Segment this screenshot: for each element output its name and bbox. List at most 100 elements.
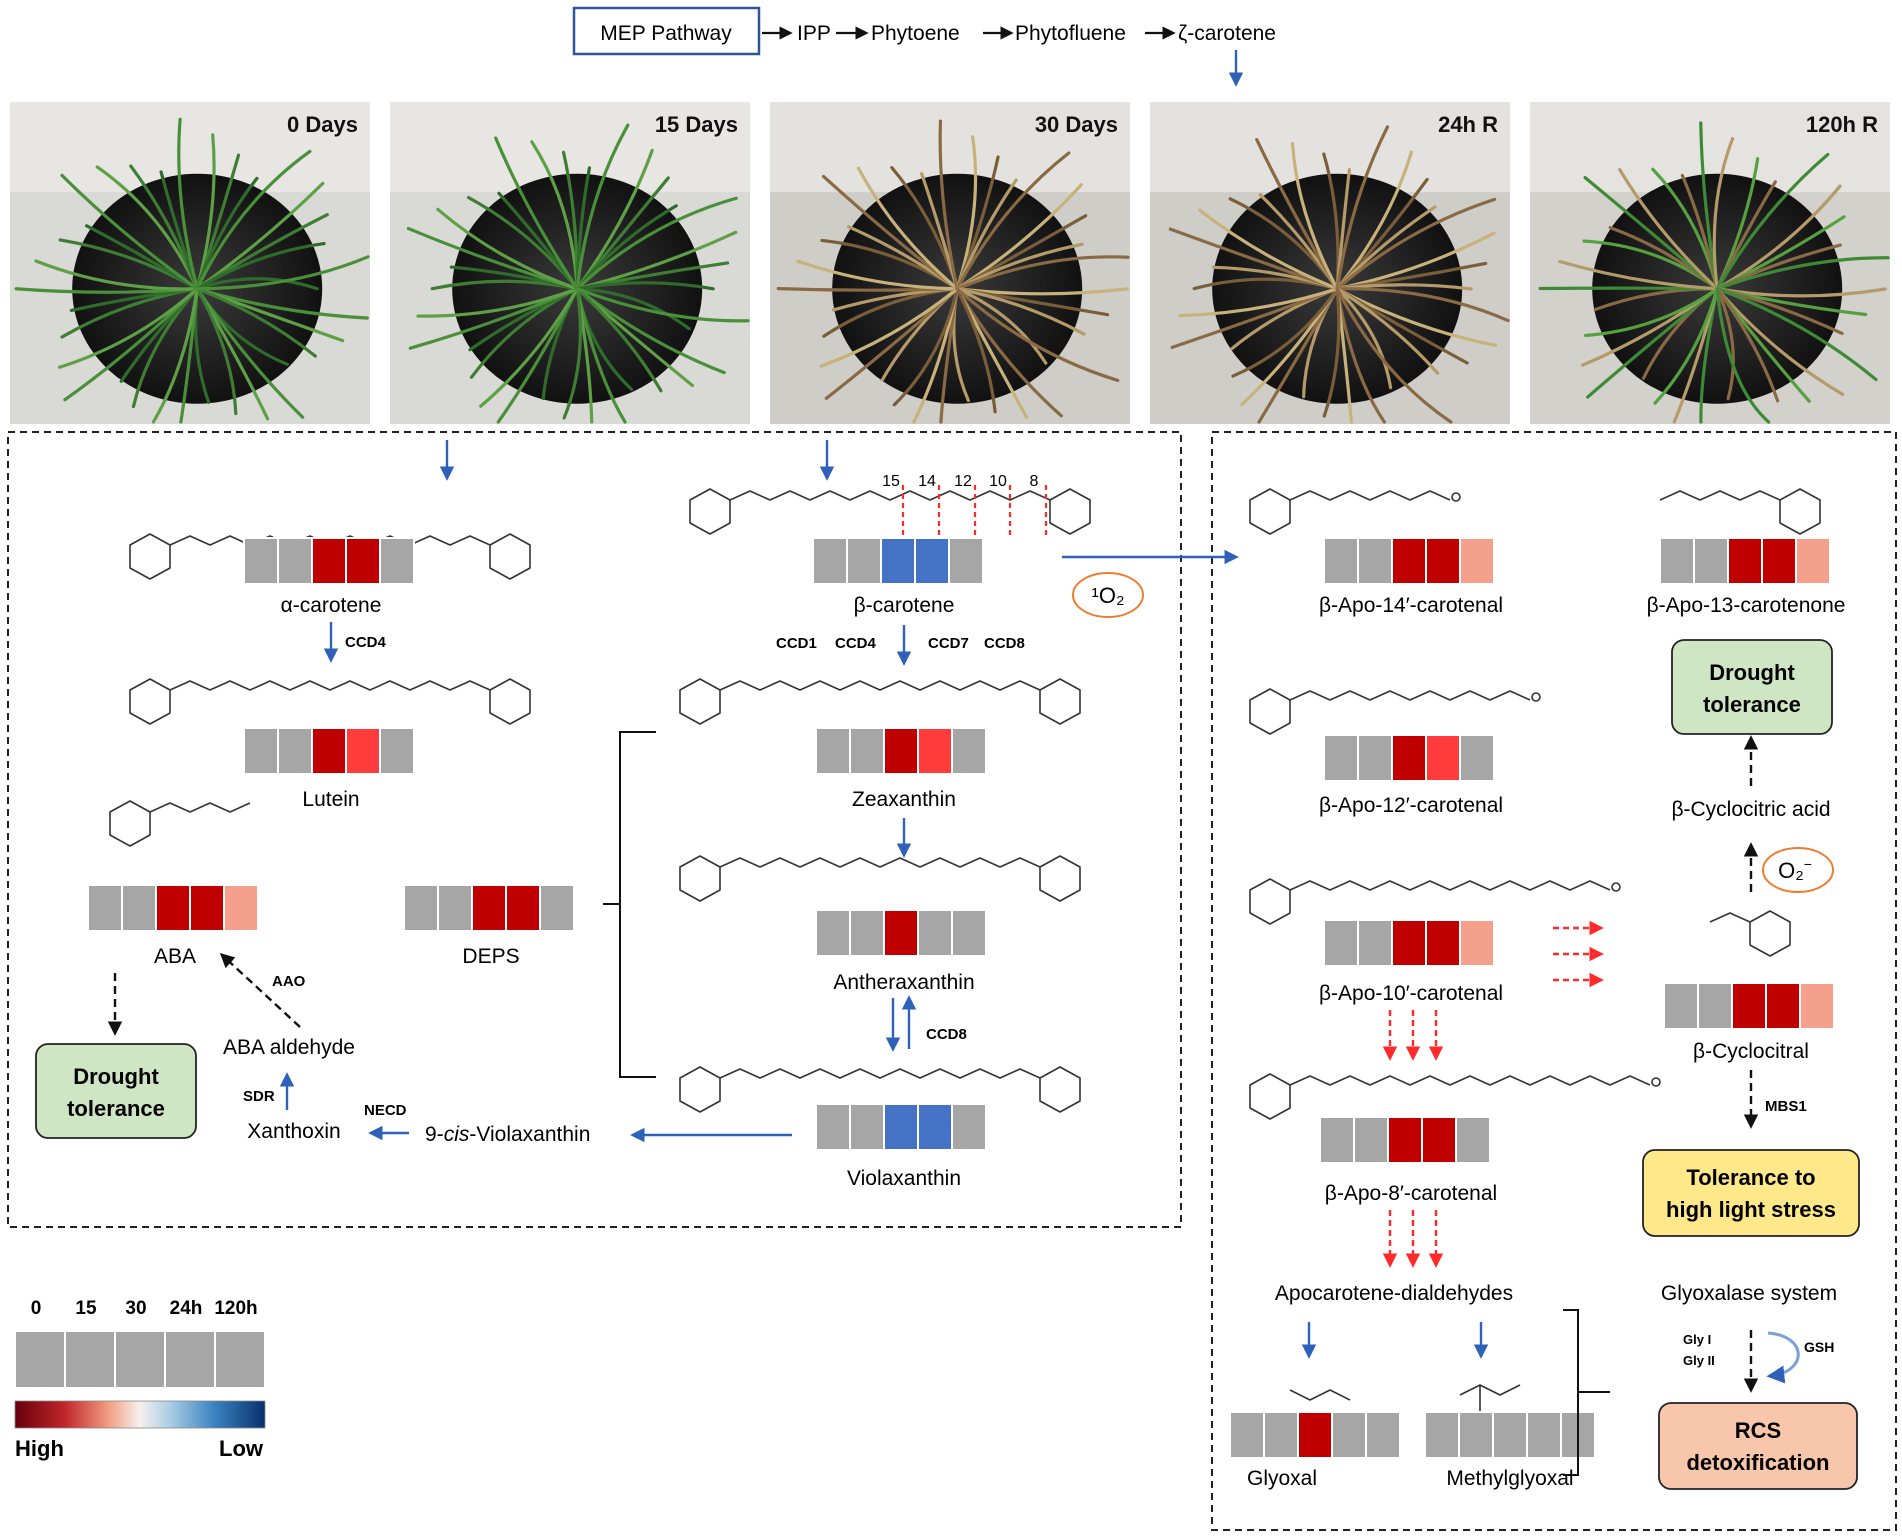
heat-cell bbox=[951, 1103, 987, 1151]
heat-bar-apo12 bbox=[1323, 734, 1495, 782]
heatmap-bars bbox=[87, 537, 1835, 1459]
heat-cell bbox=[1263, 1411, 1299, 1459]
heat-cell bbox=[1357, 919, 1393, 967]
glyoxal-structure bbox=[1289, 1389, 1351, 1401]
zeaxanthin-structure bbox=[679, 678, 1081, 725]
heat-cell bbox=[1459, 734, 1495, 782]
cleavage-site-label: 10 bbox=[989, 473, 1007, 490]
heat-cell bbox=[87, 884, 123, 932]
heat-cell bbox=[883, 727, 919, 775]
enzyme-gly1: Gly I bbox=[1683, 1332, 1711, 1347]
heat-bar-apo14 bbox=[1323, 537, 1495, 585]
apo14-structure bbox=[1249, 488, 1461, 535]
heat-cell bbox=[223, 884, 259, 932]
heat-bar-apo10 bbox=[1323, 919, 1495, 967]
arrow-gsh-cycle bbox=[1766, 1331, 1800, 1384]
enzyme-aao: AAO bbox=[272, 973, 306, 990]
mep-pathway-box bbox=[572, 6, 761, 56]
superoxide-badge: O₂− bbox=[1762, 847, 1834, 893]
heat-cell bbox=[951, 727, 987, 775]
rcs-line1: RCS bbox=[1735, 1418, 1781, 1443]
legend-cell bbox=[64, 1330, 116, 1389]
heat-cell bbox=[917, 727, 953, 775]
singlet-oxygen-label: ¹O₂ bbox=[1092, 583, 1125, 608]
methylglyoxal-structure bbox=[1459, 1384, 1521, 1412]
legend-cell bbox=[214, 1330, 266, 1389]
cleavage-site-label: 15 bbox=[882, 473, 900, 490]
label-cis-violaxanthin: 9-cis-Violaxanthin bbox=[425, 1123, 590, 1146]
heat-cell bbox=[1357, 537, 1393, 585]
drought-left-line1: Drought bbox=[73, 1064, 159, 1089]
heat-cell bbox=[1459, 919, 1495, 967]
cleavage-site-label: 8 bbox=[1030, 473, 1039, 490]
enzyme-labels: CCD4 CCD1 CCD4 CCD7 CCD8 CCD8 AAO SDR NE… bbox=[243, 634, 1834, 1368]
legend-time-label: 15 bbox=[75, 1298, 97, 1319]
label-alpha-carotene: α-carotene bbox=[281, 594, 382, 617]
heat-cell bbox=[243, 537, 279, 585]
heat-bar-violaxanthin bbox=[815, 1103, 987, 1151]
heat-bar-antheraxanthin bbox=[815, 909, 987, 957]
enzyme-ccd1: CCD1 bbox=[776, 635, 817, 652]
heat-cell bbox=[849, 909, 885, 957]
heat-cell bbox=[1693, 537, 1729, 585]
enzyme-ccd7: CCD7 bbox=[928, 635, 969, 652]
high-light-line1: Tolerance to bbox=[1686, 1165, 1815, 1190]
step-zeta-carotene: ζ-carotene bbox=[1178, 22, 1276, 45]
heat-bar-apo13 bbox=[1659, 537, 1831, 585]
heat-cell bbox=[539, 884, 575, 932]
apo12-structure bbox=[1249, 688, 1541, 735]
label-antheraxanthin: Antheraxanthin bbox=[833, 971, 974, 994]
heat-cell bbox=[815, 1103, 851, 1151]
heat-cell bbox=[311, 537, 347, 585]
pathway-arrows bbox=[107, 440, 1800, 1393]
rcs-line2: detoxification bbox=[1686, 1450, 1829, 1475]
red-dashed-arrows bbox=[1382, 920, 1604, 1268]
cyclocitral-structure bbox=[1709, 910, 1791, 957]
heat-cell bbox=[471, 884, 507, 932]
legend-low: Low bbox=[219, 1436, 264, 1461]
heat-cell bbox=[345, 727, 381, 775]
heat-cell bbox=[846, 537, 882, 585]
legend-time-label: 0 bbox=[31, 1298, 42, 1319]
enzyme-gsh: GSH bbox=[1804, 1339, 1834, 1355]
plant-leaves bbox=[1538, 121, 1890, 424]
mep-pathway-label: MEP Pathway bbox=[600, 22, 732, 45]
dialdehyde-bracket bbox=[1563, 1309, 1610, 1476]
outcome-drought-left: Drought tolerance bbox=[35, 1043, 197, 1139]
enzyme-gly2: Gly II bbox=[1683, 1353, 1715, 1368]
plant-leaves bbox=[14, 117, 370, 424]
heat-cell bbox=[403, 884, 439, 932]
heat-cell bbox=[849, 727, 885, 775]
singlet-oxygen-badge: ¹O₂ bbox=[1072, 572, 1144, 618]
heat-bar-apo8 bbox=[1319, 1116, 1491, 1164]
label-cyclocitral: β-Cyclocitral bbox=[1693, 1040, 1809, 1063]
label-aba: ABA bbox=[154, 945, 196, 968]
enzyme-ccd8-bottom: CCD8 bbox=[926, 1026, 967, 1043]
enzyme-necd: NECD bbox=[364, 1102, 407, 1119]
heat-cell bbox=[1458, 1411, 1494, 1459]
heat-cell bbox=[1761, 537, 1797, 585]
heat-cell bbox=[379, 537, 415, 585]
heat-cell bbox=[437, 884, 473, 932]
heat-bar-glyoxal bbox=[1229, 1411, 1401, 1459]
heat-cell bbox=[277, 537, 313, 585]
heat-cell bbox=[155, 884, 191, 932]
heat-cell bbox=[883, 909, 919, 957]
aba-structure bbox=[109, 800, 251, 847]
heat-cell bbox=[880, 537, 916, 585]
heat-bar-methylglyoxal bbox=[1424, 1411, 1596, 1459]
heat-bar-deps bbox=[403, 884, 575, 932]
enzyme-sdr: SDR bbox=[243, 1088, 275, 1105]
enzyme-mbs1: MBS1 bbox=[1765, 1098, 1807, 1115]
heat-cell bbox=[1357, 734, 1393, 782]
photo-panel: 0 Days bbox=[10, 102, 370, 424]
heat-cell bbox=[1455, 1116, 1491, 1164]
label-apo10: β-Apo-10′-carotenal bbox=[1319, 982, 1503, 1005]
label-deps: DEPS bbox=[462, 945, 519, 968]
beta-carotene-structure bbox=[689, 488, 1091, 535]
cleavage-site-label: 14 bbox=[918, 473, 936, 490]
heat-cell bbox=[1391, 919, 1427, 967]
heat-bar-lutein bbox=[243, 727, 415, 775]
outcome-high-light: Tolerance to high light stress bbox=[1642, 1149, 1860, 1237]
